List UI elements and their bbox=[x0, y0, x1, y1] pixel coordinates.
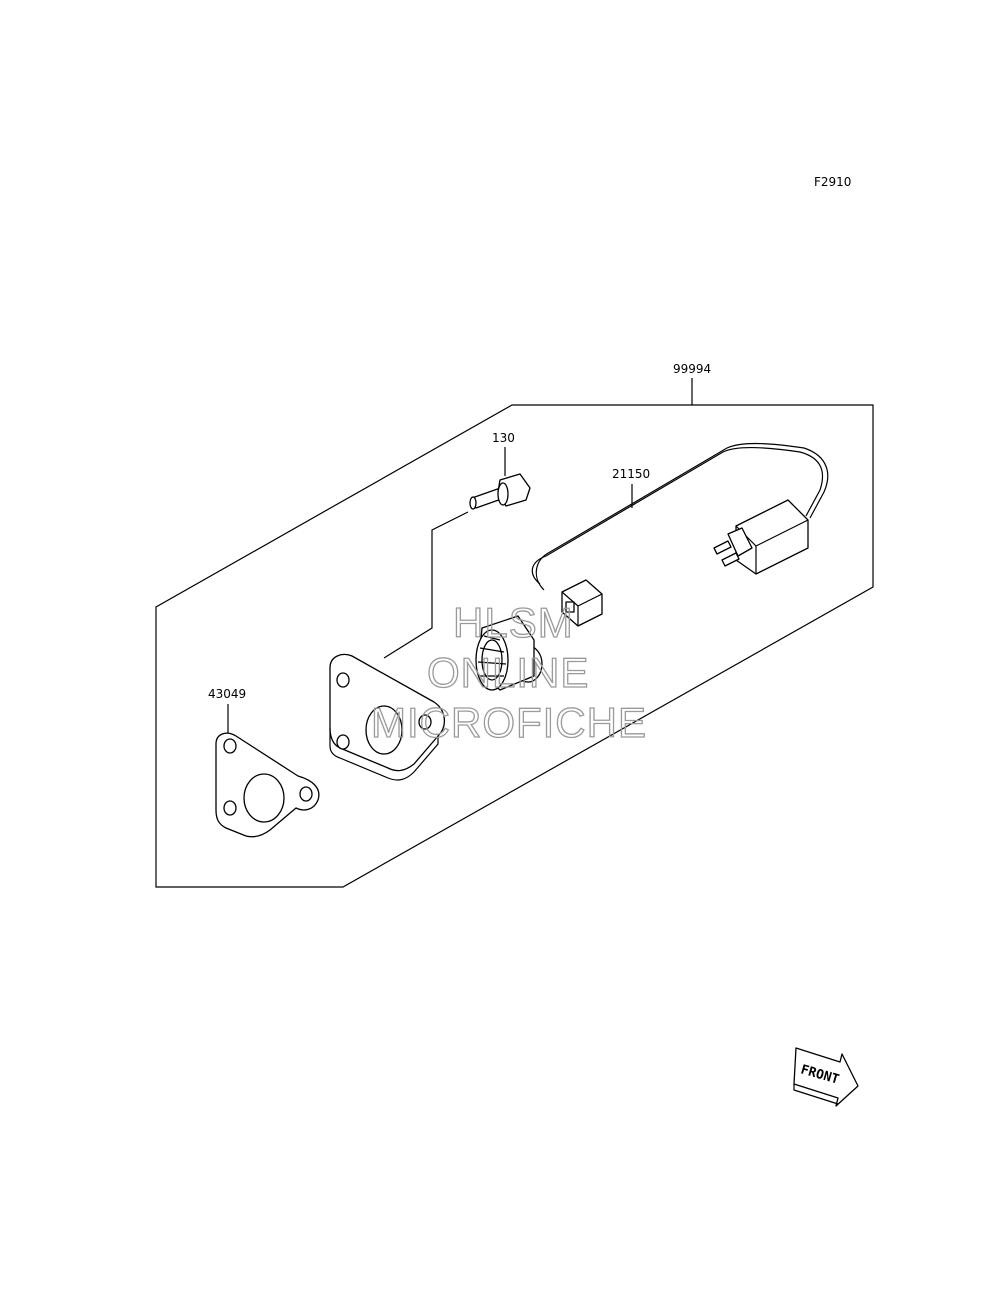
callout-43049[interactable]: 43049 bbox=[208, 687, 246, 701]
front-arrow-icon: FRONT bbox=[793, 1047, 859, 1107]
wire-harness[interactable] bbox=[531, 442, 829, 591]
gasket-part[interactable] bbox=[215, 732, 320, 838]
temperature-switch[interactable] bbox=[475, 615, 543, 691]
watermark-line-2: ONLINE bbox=[427, 649, 589, 696]
bolt-install-line bbox=[383, 511, 469, 659]
callout-130[interactable]: 130 bbox=[492, 431, 515, 445]
watermark-line-1: HLSM bbox=[453, 599, 574, 646]
bolt-part[interactable] bbox=[469, 473, 531, 510]
callout-99994[interactable]: 99994 bbox=[673, 362, 711, 376]
kit-outline bbox=[155, 404, 874, 888]
mounting-bracket[interactable] bbox=[329, 653, 445, 781]
sensor-connector[interactable] bbox=[561, 579, 603, 627]
watermark-line-3: MICROFICHE bbox=[371, 699, 647, 746]
watermark: HLSM ONLINE MICROFICHE bbox=[370, 598, 647, 746]
callout-21150[interactable]: 21150 bbox=[612, 467, 650, 481]
figure-code: F2910 bbox=[814, 175, 851, 189]
switch-connector[interactable] bbox=[713, 499, 809, 575]
